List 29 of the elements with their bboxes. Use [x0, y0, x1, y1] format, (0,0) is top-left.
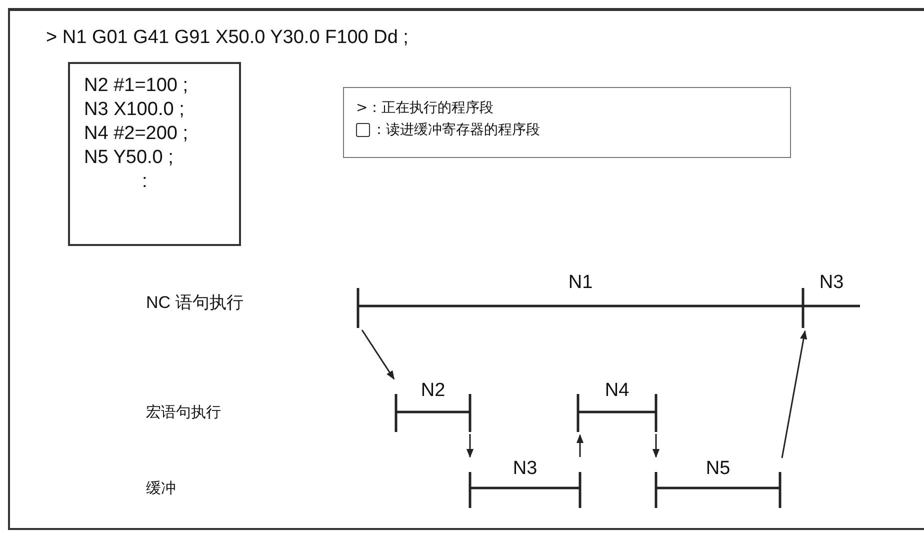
timeline-segment: [396, 380, 470, 434]
segment-label: N4: [604, 380, 630, 402]
buffer-block-box: [68, 62, 241, 246]
timeline-segment: [470, 458, 580, 510]
arrow: [361, 330, 395, 380]
row-label: NC 语句执行: [146, 292, 244, 314]
segment-label: N1: [567, 272, 594, 294]
arrow: [576, 434, 584, 457]
segment-label: N5: [704, 458, 732, 480]
legend-box: [343, 87, 791, 158]
legend-text: >：正在执行的程序段: [356, 99, 494, 118]
program-line: :: [141, 170, 148, 194]
program-line: N3 X100.0 ;: [84, 98, 186, 122]
timeline-segment: [578, 380, 656, 434]
segment-label: N3: [818, 272, 845, 294]
program-line: N2 #1=100 ;: [84, 74, 190, 98]
program-line: N4 #2=200 ;: [84, 122, 190, 146]
segment-label: N2: [420, 380, 446, 402]
row-label: 缓冲: [146, 479, 176, 499]
legend-text: ：读进缓冲寄存器的程序段: [372, 121, 540, 140]
segment-label: N3: [512, 458, 538, 480]
timeline-segment: [656, 458, 780, 510]
program-line: N5 Y50.0 ;: [84, 146, 174, 170]
arrow: [652, 434, 660, 458]
row-label: 宏语句执行: [146, 403, 221, 423]
arrow: [466, 434, 474, 458]
program-line: > N1 G01 G41 G91 X50.0 Y30.0 F100 Dd ;: [46, 26, 408, 50]
arrow: [781, 330, 808, 458]
timeline-segment: [358, 272, 803, 330]
